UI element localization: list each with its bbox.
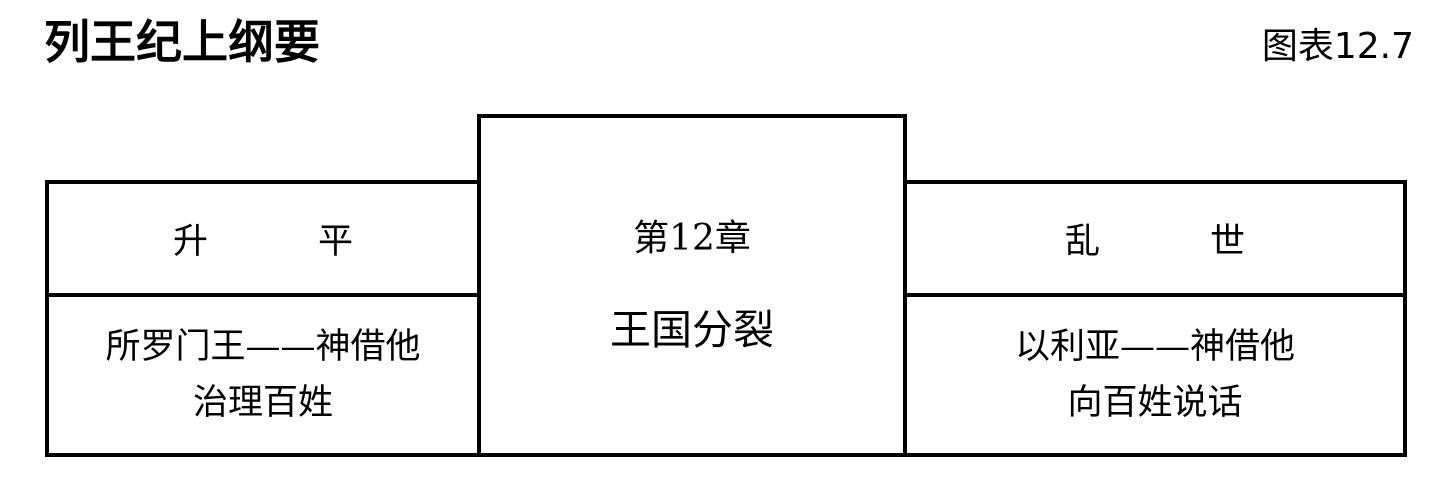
left-panel: 升 平 所罗门王——神借他 治理百姓 [45, 180, 481, 457]
left-body-line-2: 治理百姓 [192, 383, 333, 423]
right-heading-char-2: 世 [1210, 222, 1246, 262]
left-body-line-1: 所罗门王——神借他 [105, 327, 421, 367]
right-panel-heading: 乱 世 [907, 184, 1403, 297]
center-chapter-label: 第12章 [633, 217, 751, 259]
center-panel: 第12章 王国分裂 [477, 114, 907, 457]
right-panel-body: 以利亚——神借他 向百姓说话 [907, 297, 1403, 453]
figure-number-label: 图表12.7 [1261, 26, 1414, 67]
right-heading-char-1: 乱 [1064, 222, 1100, 262]
left-heading-char-2: 平 [318, 222, 354, 262]
left-panel-heading: 升 平 [49, 184, 477, 297]
right-panel: 乱 世 以利亚——神借他 向百姓说话 [903, 180, 1407, 457]
right-body-line-1: 以利亚——神借他 [1014, 327, 1295, 367]
center-panel-title: 王国分裂 [610, 305, 774, 354]
right-body-line-2: 向百姓说话 [1067, 383, 1243, 423]
left-panel-body: 所罗门王——神借他 治理百姓 [49, 297, 477, 453]
page-title: 列王纪上纲要 [44, 15, 320, 69]
left-heading-char-1: 升 [172, 222, 208, 262]
